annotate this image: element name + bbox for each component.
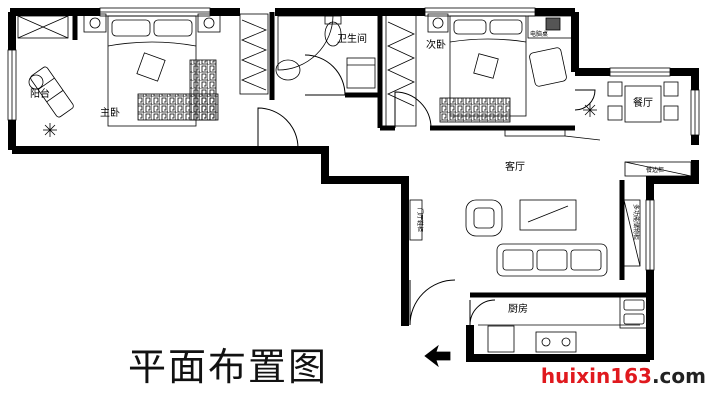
watermark: huixin163.com (541, 364, 706, 388)
master-bedroom-label: 主卧 (100, 106, 120, 119)
dining-furniture (583, 81, 692, 177)
kitchen-fixtures (478, 295, 649, 353)
desk-label: 电脑桌 (530, 30, 548, 38)
second-bedroom-label: 次卧 (426, 38, 446, 51)
doors (257, 54, 596, 326)
second-bedroom-furniture (385, 13, 573, 127)
master-bedroom-furniture (83, 13, 269, 127)
living-furniture (409, 129, 641, 277)
dining-cabinet-label: 餐边柜 (646, 166, 664, 174)
balcony-zone (17, 15, 74, 137)
shoe-cabinet-label: 门厅鞋柜 (416, 208, 424, 232)
balcony-label: 阳台 (30, 87, 50, 100)
entry-arrow-icon (424, 344, 451, 368)
watermark-brand: huixin163 (540, 364, 652, 388)
plan-title: 平面布置图 (128, 345, 329, 389)
dining-label: 餐厅 (633, 96, 653, 109)
tall-cabinet-label: 多功能储物柜 (632, 204, 640, 240)
windows (7, 7, 700, 271)
bathroom-fixtures (275, 15, 376, 89)
bathroom-label: 卫生间 (337, 32, 367, 45)
outer-walls (8, 8, 699, 362)
watermark-suffix: .com (651, 364, 706, 388)
interior-walls (72, 12, 650, 298)
living-label: 客厅 (505, 160, 525, 173)
kitchen-label: 厨房 (508, 302, 528, 315)
